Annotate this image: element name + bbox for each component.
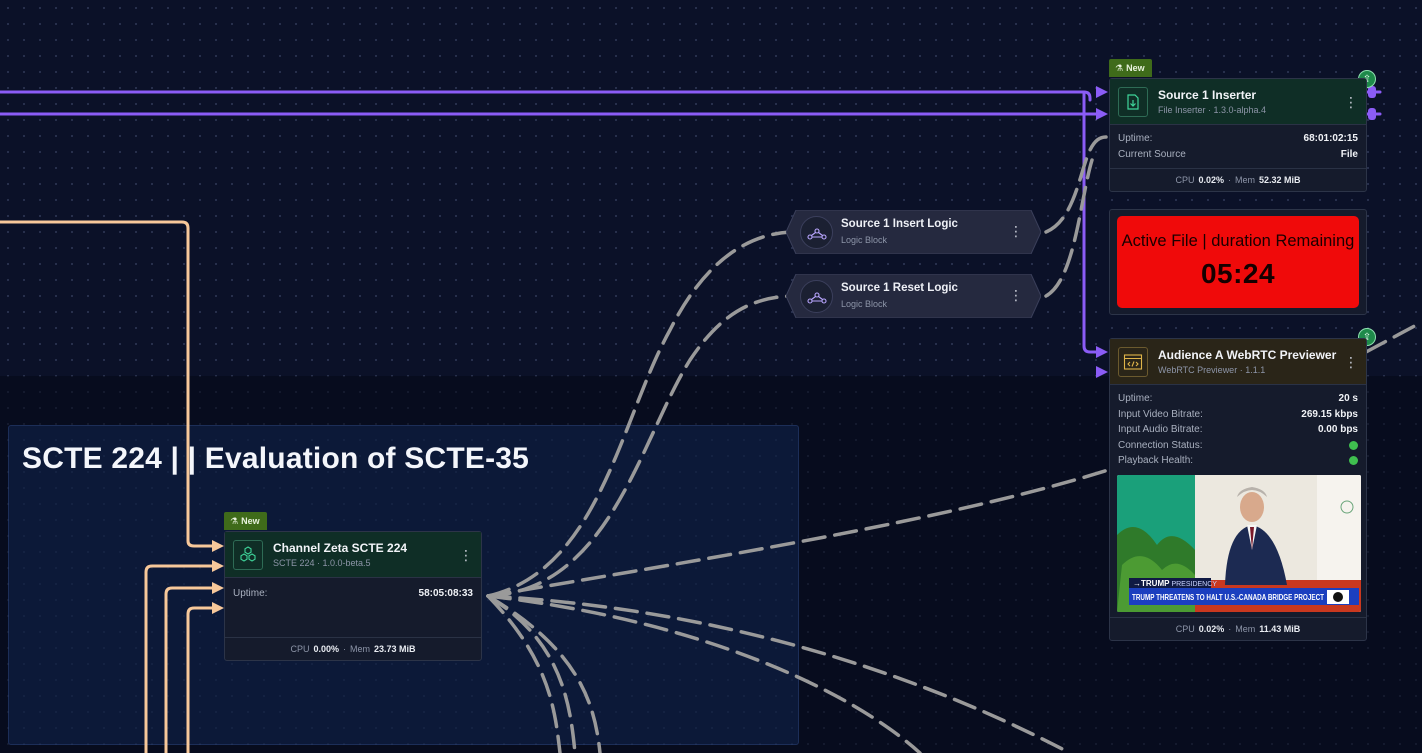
stat-row: Connection Status: (1110, 438, 1366, 454)
node-header[interactable]: Source 1 Inserter File Inserter · 1.3.0-… (1110, 79, 1366, 125)
ticker-headline: TRUMP THREATENS TO HALT U.S.-CANADA BRID… (1132, 593, 1324, 602)
logic-title: Source 1 Insert Logic (841, 218, 958, 230)
flask-icon: ⚗ (1115, 62, 1124, 73)
edge-purple-1 (0, 90, 1092, 102)
edge-peach-2 (144, 564, 216, 753)
edge-dashed-reset-logic (486, 294, 792, 598)
edge-peach-3 (164, 586, 216, 753)
ticker-brand-bar (1129, 578, 1211, 588)
file-download-icon (1118, 86, 1148, 117)
hexagon-cluster-icon (233, 539, 263, 570)
kebab-menu-icon[interactable]: ⋮ (1344, 353, 1358, 370)
stat-row: Playback Health: (1110, 453, 1366, 469)
node-subtitle: SCTE 224 · 1.0.0-beta.5 (273, 558, 371, 568)
edge-dashed-insert-logic (486, 230, 792, 598)
logic-title: Source 1 Reset Logic (841, 282, 958, 294)
stat-row: Uptime: 20 s (1118, 393, 1358, 405)
edge-peach-4 (186, 606, 216, 753)
logic-subtitle: Logic Block (841, 299, 888, 309)
node-title: Audience A WebRTC Previewer (1158, 348, 1337, 362)
duration-timer-panel: Active File | duration Remaining 05:24 (1109, 209, 1367, 315)
logic-flow-icon (800, 216, 833, 249)
edge-dashed-right-out (1364, 320, 1422, 354)
node-subtitle: WebRTC Previewer · 1.1.1 (1158, 365, 1266, 375)
logic-flow-icon (800, 280, 833, 313)
node-header[interactable]: Audience A WebRTC Previewer WebRTC Previ… (1110, 339, 1366, 385)
stat-row: Current Source File (1118, 148, 1358, 160)
flask-icon: ⚗ (230, 515, 239, 526)
edge-dashed-logic-to-inserter-1 (1044, 135, 1108, 234)
node-subtitle: File Inserter · 1.3.0-alpha.4 (1158, 105, 1267, 115)
stat-row: Input Video Bitrate: 269.15 kbps (1118, 408, 1358, 420)
node-title: Channel Zeta SCTE 224 (273, 541, 408, 555)
stat-row: Uptime: 68:01:02:15 (1118, 133, 1358, 145)
edge-dashed-logic-to-inserter-2 (1044, 158, 1094, 298)
playback-health-indicator (1349, 456, 1358, 466)
new-badge-channel: ⚗ New (224, 512, 267, 530)
edge-dashed-down-2 (486, 594, 602, 753)
edge-dashed-right-1 (486, 594, 922, 753)
logic-block-insert[interactable]: Source 1 Insert Logic Logic Block ⋮ (786, 210, 1041, 254)
node-channel-zeta[interactable]: Channel Zeta SCTE 224 SCTE 224 · 1.0.0-b… (224, 531, 482, 661)
stat-row: Uptime: 58:05:08:33 (233, 588, 473, 600)
kebab-menu-icon[interactable]: ⋮ (1009, 223, 1023, 239)
edge-dashed-right-2 (486, 594, 1072, 753)
timer-display: Active File | duration Remaining 05:24 (1117, 216, 1359, 308)
node-header[interactable]: Channel Zeta SCTE 224 SCTE 224 · 1.0.0-b… (225, 532, 481, 578)
node-title: Source 1 Inserter (1158, 88, 1257, 102)
logic-block-reset[interactable]: Source 1 Reset Logic Logic Block ⋮ (786, 274, 1041, 318)
logic-subtitle: Logic Block (841, 235, 888, 245)
new-badge-inserter: ⚗ New (1109, 59, 1152, 77)
edge-dashed-to-previewer (486, 468, 1110, 598)
webrtc-browser-icon (1118, 346, 1148, 377)
stat-row: Input Audio Bitrate: 0.00 bps (1118, 424, 1358, 436)
edge-peach-1 (0, 220, 216, 548)
timer-label: Active File | duration Remaining (1121, 232, 1355, 250)
group-title: SCTE 224 | | Evaluation of SCTE-35 (22, 442, 530, 475)
node-source-inserter[interactable]: Source 1 Inserter File Inserter · 1.3.0-… (1109, 78, 1367, 192)
connection-status-indicator (1349, 440, 1358, 450)
ticker-headline-bar (1129, 588, 1359, 605)
timer-value: 05:24 (1200, 258, 1276, 289)
kebab-menu-icon[interactable]: ⋮ (1344, 93, 1358, 110)
edge-dashed-down-1 (486, 594, 577, 753)
group-container[interactable] (8, 425, 799, 745)
node-webrtc-previewer[interactable]: Audience A WebRTC Previewer WebRTC Previ… (1109, 338, 1367, 641)
kebab-menu-icon[interactable]: ⋮ (1009, 287, 1023, 303)
edge-dashed-down-3 (486, 594, 562, 753)
kebab-menu-icon[interactable]: ⋮ (459, 546, 473, 563)
edge-purple-3 (1082, 90, 1102, 354)
